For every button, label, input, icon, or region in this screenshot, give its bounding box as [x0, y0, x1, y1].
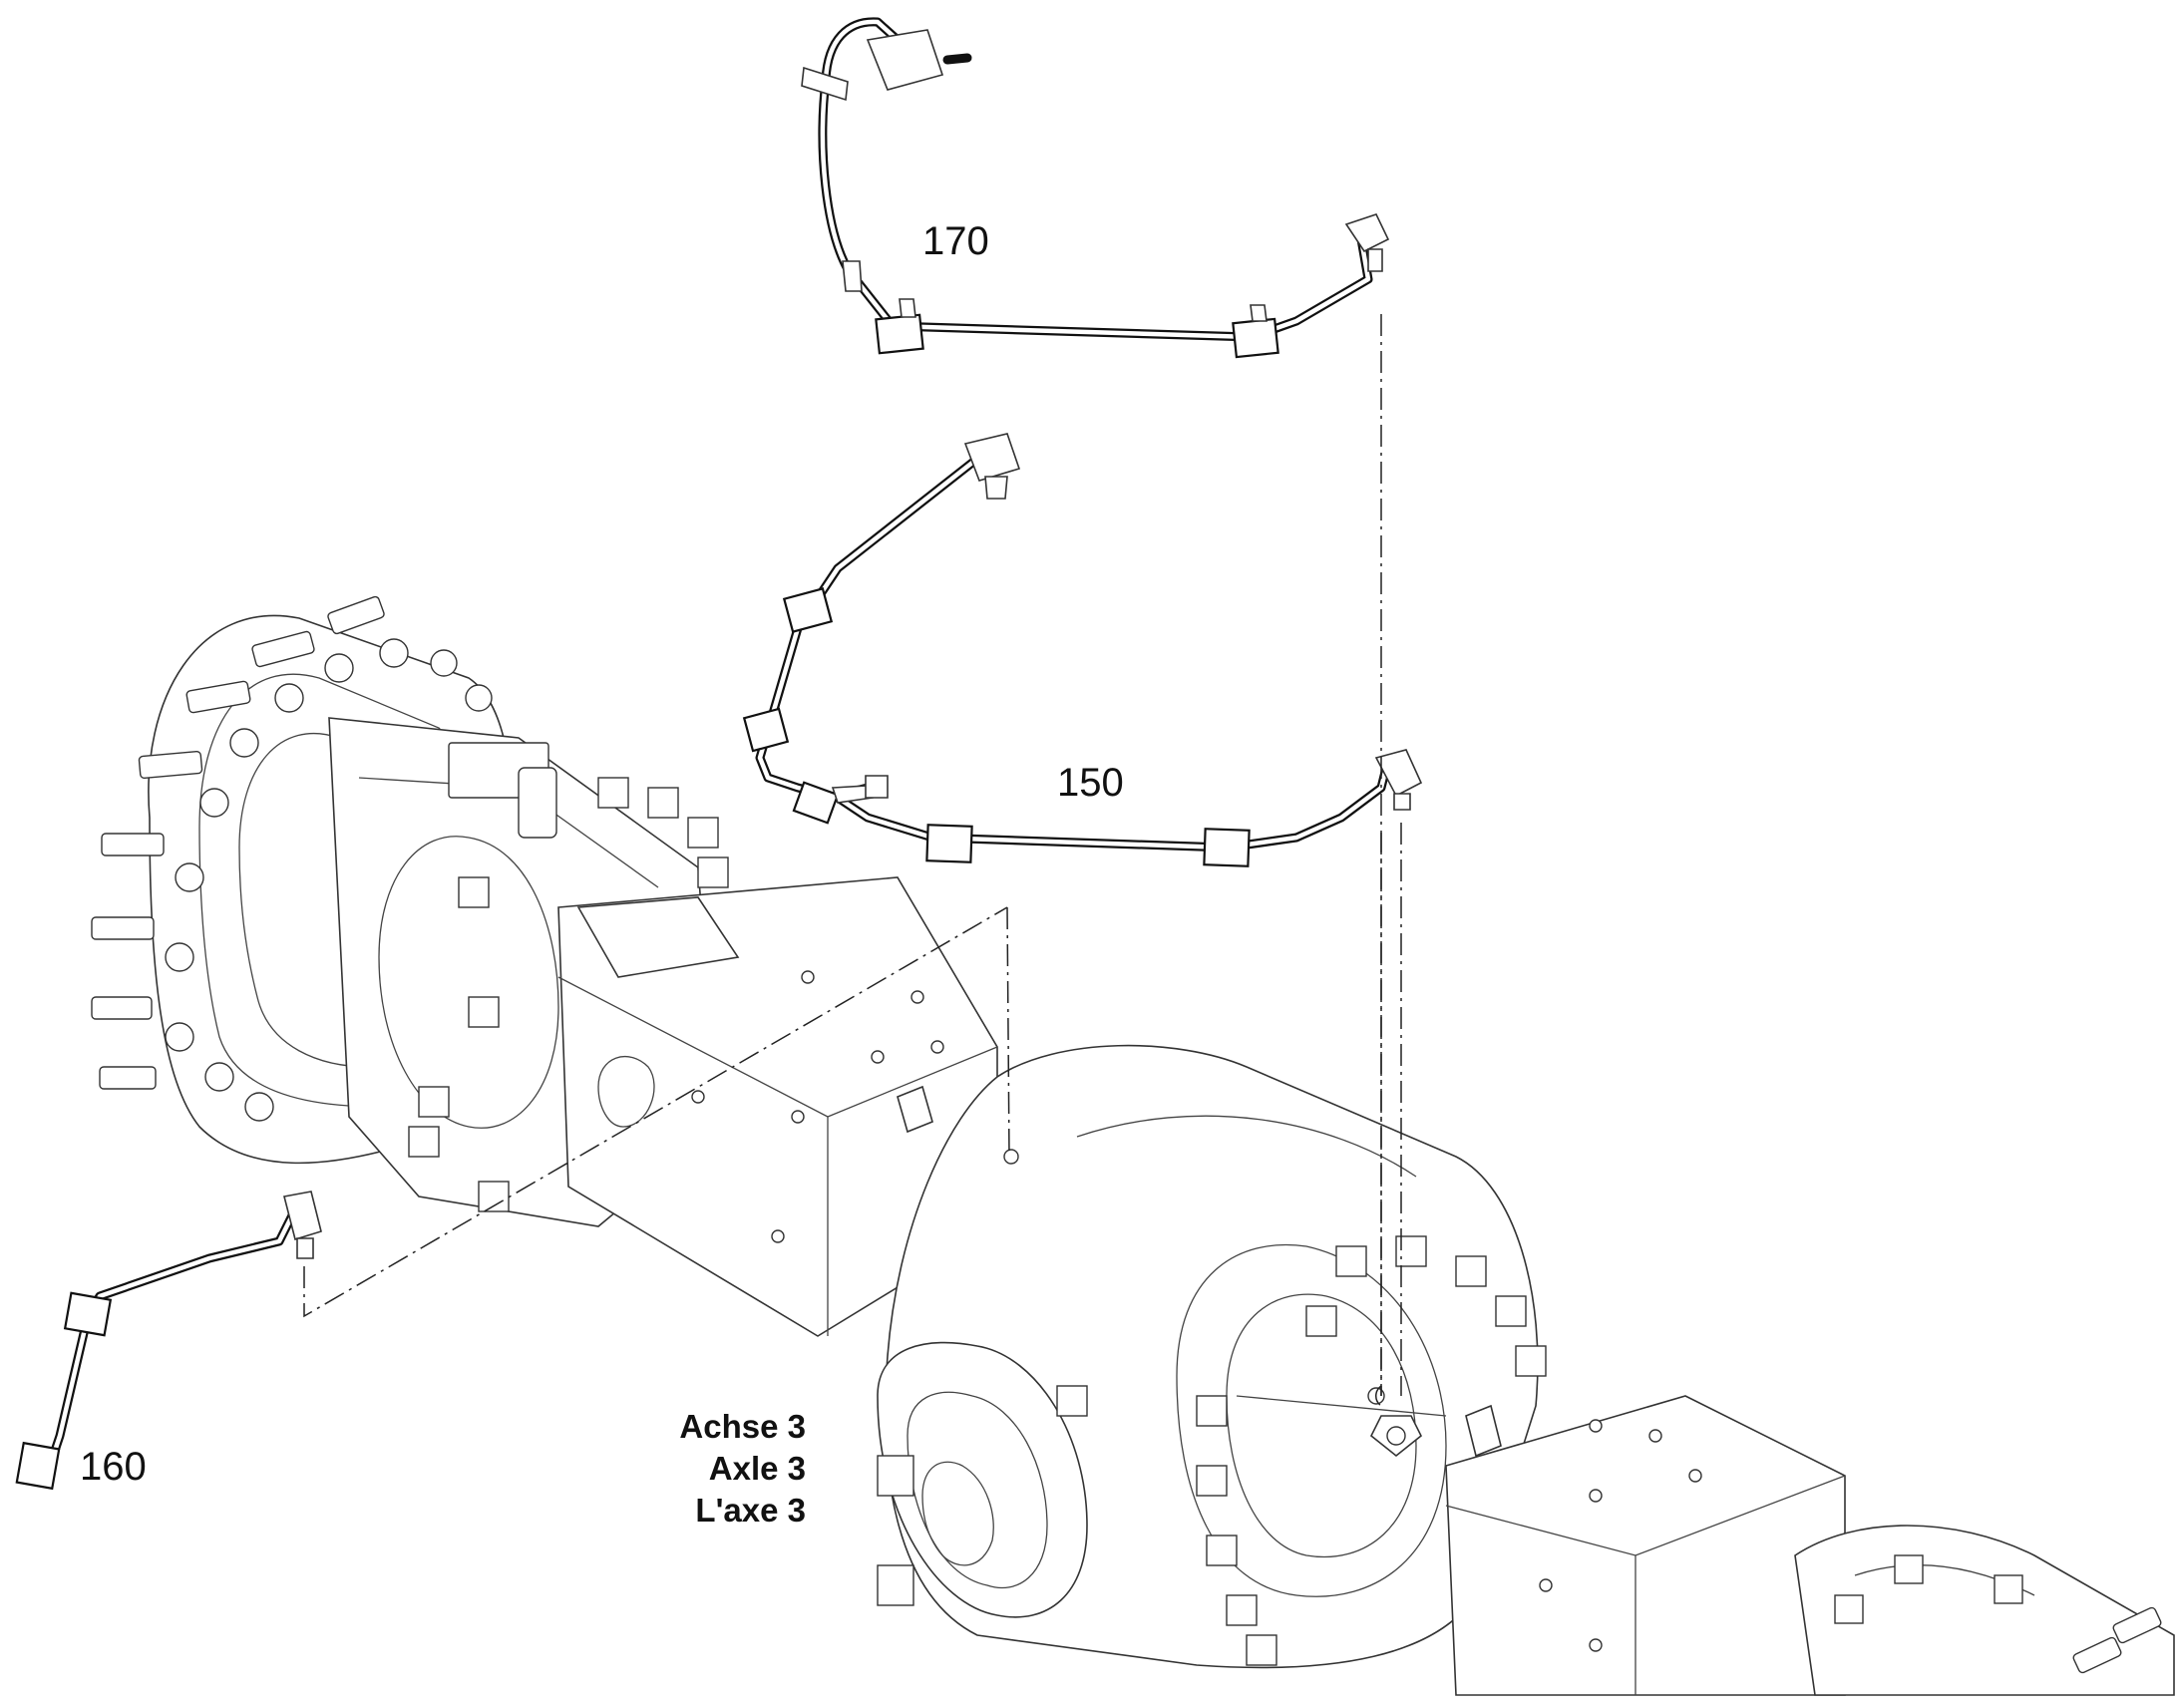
line-150	[742, 433, 1423, 867]
axle-beam	[557, 876, 998, 1337]
callout-170: 170	[922, 219, 989, 263]
axle-label-en: Axle 3	[709, 1450, 806, 1487]
hub-bolt-circle	[165, 638, 493, 1122]
callout-160: 160	[80, 1445, 147, 1489]
wheel-hub-right	[1794, 1525, 2175, 1696]
axle-beam-right	[1445, 1395, 1846, 1696]
wheel-studs	[91, 595, 385, 1090]
axle-label: Achse 3 Axle 3 L'axe 3	[679, 1408, 806, 1529]
assembly-centerlines	[303, 314, 1402, 1407]
callout-150: 150	[1057, 761, 1124, 805]
axle-label-de: Achse 3	[679, 1408, 806, 1445]
connection-ports	[897, 1085, 1502, 1458]
axle-assembly	[91, 595, 2175, 1696]
input-flange	[877, 1341, 1088, 1618]
line-170	[801, 17, 1390, 359]
line-160	[15, 1191, 322, 1491]
axle-label-fr: L'axe 3	[695, 1492, 806, 1529]
